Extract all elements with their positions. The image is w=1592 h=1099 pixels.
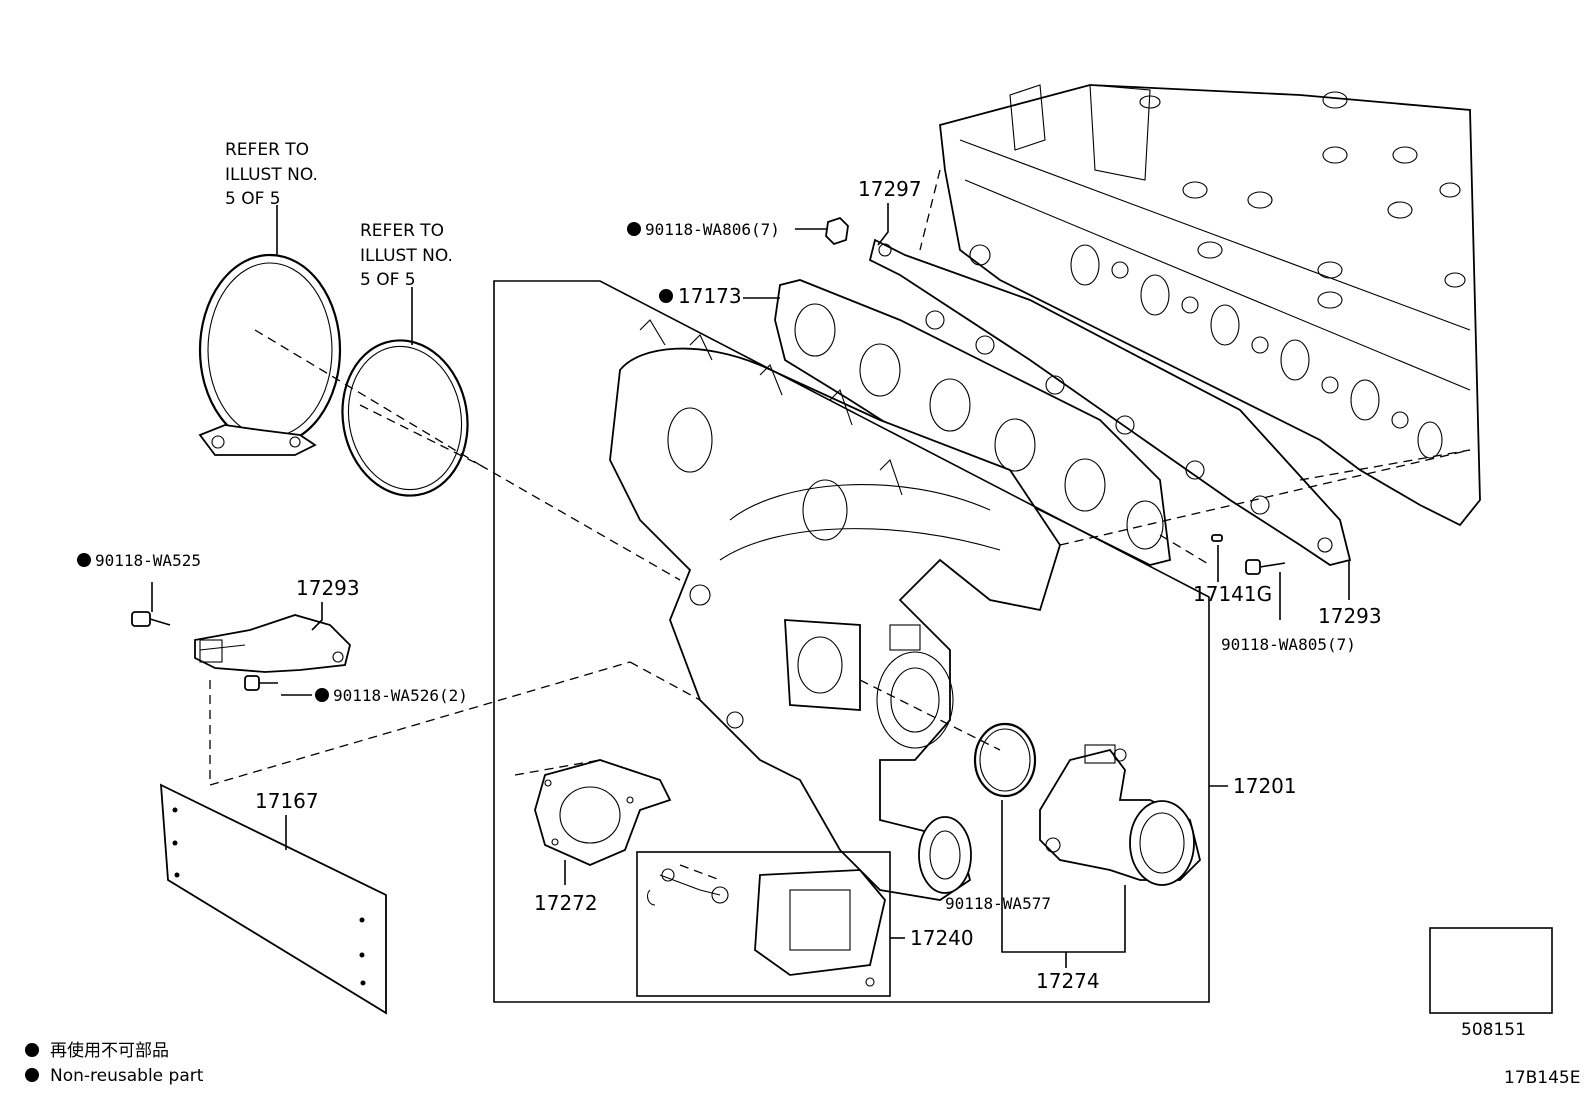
callout-90118-wa577: 90118-WA577 bbox=[945, 894, 1051, 913]
callout-90118-wa526: 90118-WA526(2) bbox=[333, 686, 468, 705]
non-reusable-marker bbox=[315, 688, 329, 702]
insulator-plate-17167 bbox=[159, 783, 387, 1015]
leader-lines bbox=[151, 203, 1350, 968]
illustration-code: 17B145E bbox=[1504, 1068, 1580, 1088]
refer-note-line: REFER TO bbox=[360, 221, 444, 241]
refer-note-line: 5 OF 5 bbox=[225, 189, 281, 209]
refer-note-line: 5 OF 5 bbox=[360, 270, 416, 290]
bracket-17293-left bbox=[194, 614, 351, 673]
callout-17293-right: 17293 bbox=[1318, 604, 1382, 628]
non-reusable-marker bbox=[77, 553, 91, 567]
refer-note-line: REFER TO bbox=[225, 140, 309, 160]
insulator-17272 bbox=[534, 759, 672, 866]
non-reusable-marker bbox=[627, 222, 641, 236]
bolt-90118-wa805 bbox=[1245, 559, 1286, 575]
refer-note-line: ILLUST NO. bbox=[225, 165, 318, 185]
gasket-ring-17274 bbox=[973, 722, 1037, 798]
gasket-17173 bbox=[774, 279, 1171, 566]
callout-17240: 17240 bbox=[910, 926, 974, 950]
refer-note-ring: REFER TO ILLUST NO. 5 OF 5 bbox=[360, 221, 453, 290]
clamp-illustration bbox=[198, 253, 342, 456]
legend-bullet bbox=[25, 1043, 39, 1057]
callout-90118-wa806: 90118-WA806(7) bbox=[645, 220, 780, 239]
legend-english: Non-reusable part bbox=[50, 1066, 204, 1086]
reference-box bbox=[1429, 927, 1553, 1014]
refer-note-line: ILLUST NO. bbox=[360, 246, 453, 266]
pin-17141g bbox=[1211, 534, 1223, 542]
alignment-lines bbox=[209, 169, 1471, 881]
callout-17167: 17167 bbox=[255, 789, 319, 813]
callout-17173: 17173 bbox=[678, 284, 742, 308]
refer-note-clamp: REFER TO ILLUST NO. 5 OF 5 bbox=[225, 140, 318, 209]
actuator-17240 bbox=[636, 851, 891, 997]
callout-17141g: 17141G bbox=[1193, 582, 1272, 606]
assembly-outline-17201 bbox=[493, 280, 1210, 1003]
legend-japanese: 再使用不可部品 bbox=[50, 1040, 169, 1061]
callout-17293-left: 17293 bbox=[296, 576, 360, 600]
non-reusable-marker bbox=[659, 289, 673, 303]
gasket-17297 bbox=[868, 238, 1352, 566]
callout-17272: 17272 bbox=[534, 891, 598, 915]
callout-90118-wa805: 90118-WA805(7) bbox=[1221, 635, 1356, 654]
bolt-90118-wa525 bbox=[131, 611, 171, 627]
seal-ring-illustration bbox=[341, 339, 469, 497]
callout-17274: 17274 bbox=[1036, 969, 1100, 993]
cylinder-head-illustration bbox=[939, 84, 1481, 527]
legend-bullet bbox=[25, 1068, 39, 1082]
reference-box-number: 508151 bbox=[1461, 1020, 1526, 1040]
callout-17297: 17297 bbox=[858, 177, 922, 201]
nut-90118-wa806 bbox=[825, 216, 849, 246]
elbow-17274 bbox=[1039, 744, 1201, 886]
turbocharger-manifold-17201 bbox=[609, 319, 1061, 901]
bolt-90118-wa526 bbox=[244, 675, 278, 691]
callout-90118-wa525: 90118-WA525 bbox=[95, 551, 201, 570]
callout-17201: 17201 bbox=[1233, 774, 1297, 798]
